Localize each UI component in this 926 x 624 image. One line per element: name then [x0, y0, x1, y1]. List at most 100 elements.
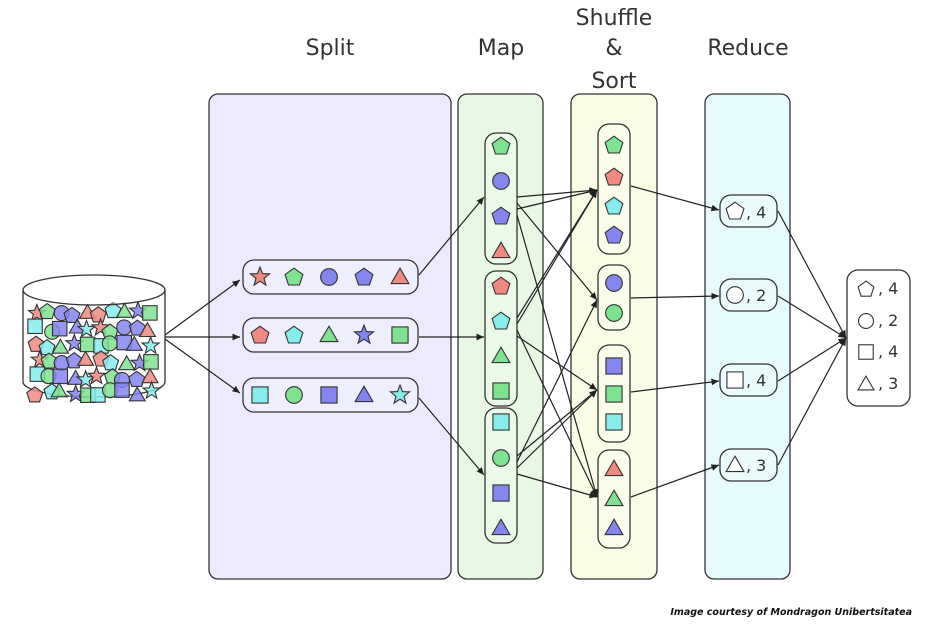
arrow-input-to-split-3: [164, 338, 241, 394]
reduce-square-icon: [726, 371, 744, 389]
split-circle-icon: [285, 386, 303, 404]
pile-pentagon-icon: [38, 302, 56, 320]
split-pentagon-icon: [284, 267, 304, 286]
final-count-pentagon: , 4: [878, 279, 898, 298]
shuffle-pentagon-icon: [604, 225, 624, 244]
shuffle-square-icon: [605, 357, 623, 375]
final-square-icon: [858, 344, 874, 360]
pile-pentagon-icon: [104, 301, 122, 319]
split-title: Split: [306, 36, 355, 61]
shuffle-pentagon-icon: [604, 196, 624, 215]
map-pentagon-icon: [491, 311, 511, 330]
map-circle-icon: [492, 172, 510, 190]
map-triangle-icon: [491, 241, 511, 259]
reduce-circle-icon: [726, 286, 744, 304]
map-group-2: [484, 270, 518, 407]
split-pentagon-icon: [284, 325, 304, 344]
arrow-reduce-to-final-2: [777, 295, 847, 339]
final-triangle-icon: [857, 375, 875, 391]
reduce-count-triangle: , 3: [746, 456, 766, 475]
reduce-title: Reduce: [707, 36, 788, 61]
arrow-map-to-shuffle-6: [516, 189, 598, 325]
shuffle-triangle-icon: [604, 489, 624, 507]
pile-pentagon-icon: [128, 370, 146, 387]
map-group-3: [484, 407, 518, 544]
split-star-icon: [389, 383, 411, 405]
arrow-map-to-shuffle-10: [516, 299, 598, 463]
pile-pentagon-icon: [89, 306, 107, 323]
split-square-icon: [251, 386, 269, 404]
arrow-split-to-map-3: [418, 397, 485, 476]
pile-triangle-icon: [141, 367, 159, 384]
arrow-shuffle-to-reduce-4: [630, 464, 720, 498]
pile-triangle-icon: [138, 321, 157, 338]
map-pentagon-icon: [491, 206, 511, 225]
split-circle-icon: [320, 268, 338, 286]
map-triangle-icon: [491, 346, 511, 364]
pile-square-icon: [52, 368, 69, 385]
split-pentagon-icon: [250, 325, 270, 344]
shuffle-triangle-icon: [604, 459, 624, 477]
arrow-map-to-shuffle-3: [516, 188, 598, 210]
arrow-map-to-shuffle-11: [516, 389, 598, 469]
pile-square-icon: [142, 305, 158, 321]
final-count-square: , 4: [878, 342, 898, 361]
map-pentagon-icon: [491, 136, 511, 155]
final-circle-icon: [857, 312, 875, 330]
pile-triangle-icon: [128, 386, 147, 402]
pile-triangle-icon: [115, 302, 134, 318]
pile-triangle-icon: [117, 354, 136, 371]
pile-star-icon: [90, 317, 111, 337]
final-count-circle: , 2: [878, 311, 898, 330]
arrow-map-to-shuffle-9: [516, 389, 598, 457]
pile-square-icon: [79, 336, 96, 353]
reduce-pentagon-icon: [725, 201, 745, 220]
pile-circle-icon: [101, 335, 118, 352]
arrow-map-to-shuffle-4: [516, 214, 599, 498]
pile-triangle-icon: [125, 335, 144, 351]
split-square-icon: [320, 386, 338, 404]
arrow-shuffle-to-reduce-1: [630, 185, 720, 212]
reduce-count-square: , 4: [746, 371, 766, 390]
pile-pentagon-icon: [63, 306, 81, 323]
reduce-count-circle: , 2: [746, 286, 766, 305]
arrow-map-to-shuffle-7: [516, 329, 598, 498]
final-pentagon-icon: [857, 280, 875, 297]
shuffle-group-1: [597, 123, 631, 255]
map-square-icon: [492, 382, 510, 400]
shuffle-square-icon: [605, 413, 623, 431]
reduce-triangle-icon: [725, 455, 745, 473]
arrow-reduce-to-final-3: [777, 337, 847, 382]
arrow-input-to-split-1: [164, 279, 241, 336]
final-output-box: [846, 269, 911, 407]
pile-square-icon: [51, 320, 68, 337]
split-triangle-icon: [319, 325, 339, 343]
image-credit: Image courtesy of Mondragon Unibertsitat…: [670, 607, 912, 618]
map-group-1: [484, 132, 518, 265]
split-star-icon: [353, 323, 375, 345]
shuffle-circle-icon: [605, 274, 623, 292]
shuffle-square-icon: [605, 385, 623, 403]
split-star-icon: [249, 265, 271, 287]
shuffle-pentagon-icon: [604, 167, 624, 186]
split-triangle-icon: [390, 267, 410, 285]
shuffle-circle-icon: [605, 304, 623, 322]
arrow-reduce-to-final-4: [777, 337, 847, 466]
map-circle-icon: [492, 449, 510, 467]
split-triangle-icon: [354, 385, 374, 403]
shuffle-pentagon-icon: [604, 135, 624, 154]
arrow-map-to-shuffle-8: [516, 335, 598, 391]
input-shape-pile: [26, 300, 162, 403]
final-count-triangle: , 3: [878, 374, 898, 393]
pile-star-icon: [141, 380, 162, 400]
map-square-icon: [492, 484, 510, 502]
map-title: Map: [478, 36, 524, 61]
pile-star-icon: [140, 335, 161, 355]
map-triangle-icon: [491, 518, 511, 536]
arrow-map-to-shuffle-2: [516, 202, 598, 301]
split-square-icon: [391, 326, 409, 344]
pile-square-icon: [114, 382, 130, 398]
pile-square-icon: [143, 354, 159, 370]
shuffle-title-line3: Sort: [591, 69, 636, 94]
